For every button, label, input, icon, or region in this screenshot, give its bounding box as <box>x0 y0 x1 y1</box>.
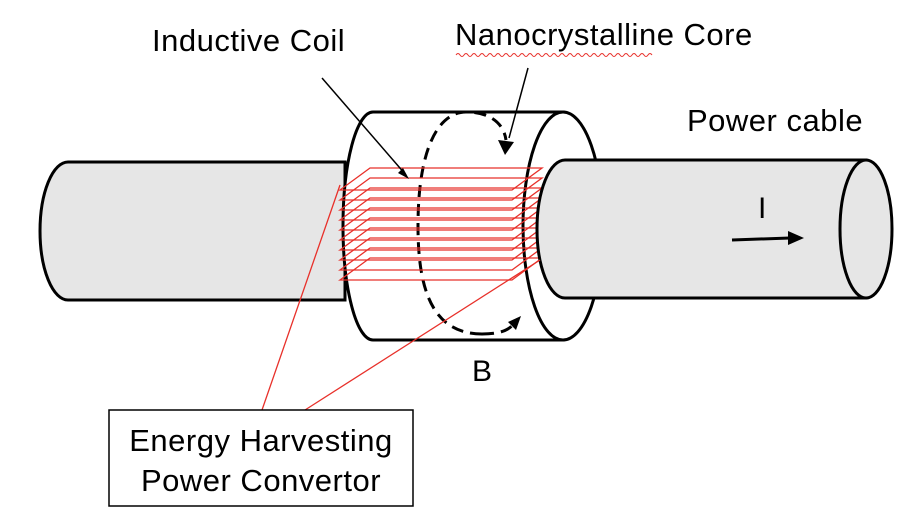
current-symbol: I <box>758 192 766 225</box>
coil-lead-2 <box>304 259 541 411</box>
converter-line-2: Power Convertor <box>141 463 381 498</box>
spellcheck-underline <box>455 53 653 57</box>
flux-loop-dashed <box>416 110 508 336</box>
coil-lead-1 <box>261 184 341 411</box>
flux-arrow-bottom <box>508 316 521 330</box>
converter-line-1: Energy Harvesting <box>129 423 393 458</box>
inductive-coil-label: Inductive Coil <box>152 23 345 58</box>
cable-end-face <box>838 158 894 300</box>
power-cable-right <box>535 158 894 300</box>
inductive-coil-leader <box>321 77 407 176</box>
flux-arrow-top <box>498 140 514 155</box>
power-cable-label: Power cable <box>687 103 863 138</box>
magnetic-field-label: B <box>472 355 492 388</box>
core-leader <box>508 67 529 139</box>
nanocrystalline-core-label: Nanocrystalline Core <box>455 17 753 52</box>
power-cable-left <box>38 160 347 302</box>
current-arrow <box>731 231 804 245</box>
power-converter-box: Energy Harvesting Power Convertor <box>108 409 414 507</box>
